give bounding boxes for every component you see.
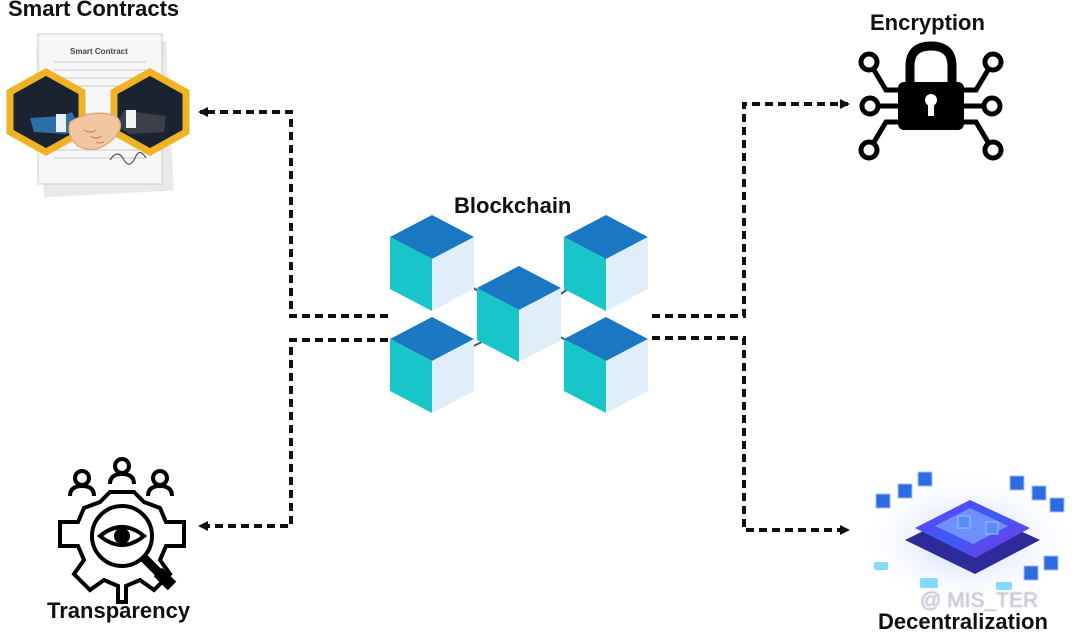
transparency-gear-eye-icon: [58, 457, 186, 604]
cube-bottom-left: [390, 317, 474, 413]
label-smart-contracts: Smart Contracts: [8, 0, 180, 21]
cube-center: [477, 266, 561, 362]
connector-encryption: [652, 99, 850, 318]
smart-contract-doc-title: Smart Contract: [70, 47, 128, 56]
smart-contract-illustration: [6, 33, 190, 198]
label-transparency: Transparency: [47, 598, 191, 623]
cube-top-left: [390, 215, 474, 311]
cube-bottom-right: [564, 317, 648, 413]
label-encryption: Encryption: [870, 10, 985, 35]
connector-decentralization: [652, 336, 850, 535]
connector-transparency: [198, 338, 388, 531]
hexagon-left: [6, 67, 86, 157]
watermark: @ MIS_TER: [920, 589, 1039, 612]
padlock-circuit-icon: [858, 41, 1004, 161]
label-blockchain: Blockchain: [454, 193, 572, 218]
blockchain-cubes-icon: [390, 215, 648, 413]
cube-top-right: [564, 215, 648, 311]
connector-smart-contracts: [198, 107, 388, 318]
handshake-icon: [30, 110, 166, 151]
decentralization-platform-icon: [858, 470, 1078, 610]
